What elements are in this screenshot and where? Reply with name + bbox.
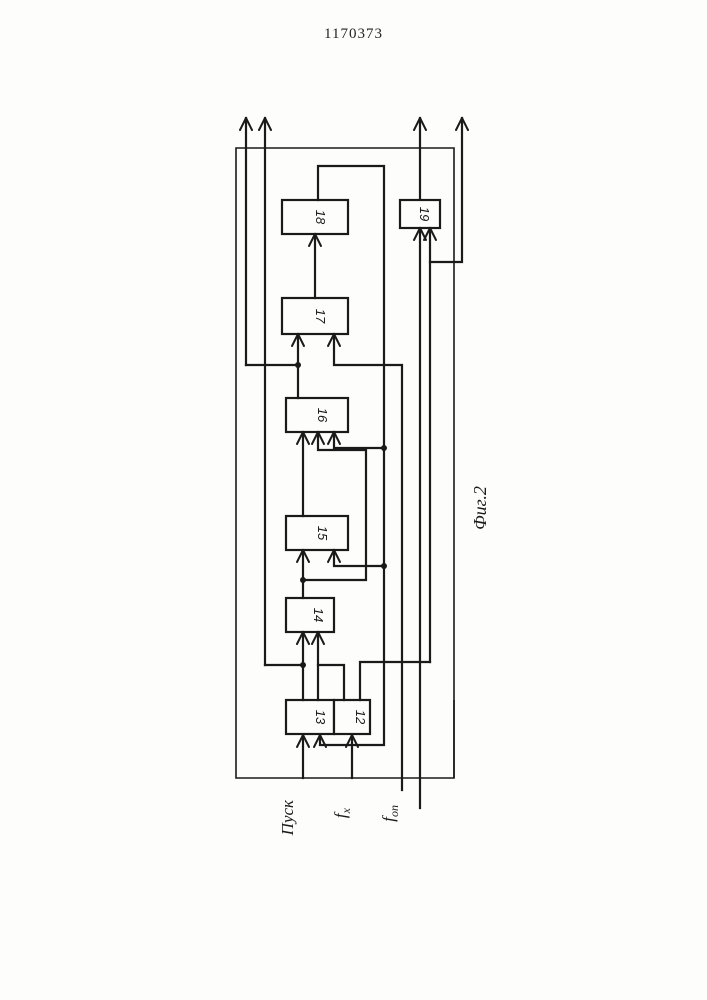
block-18-label: 18 [313, 210, 328, 225]
junction-448 [381, 445, 387, 451]
fref-sub: оп [387, 805, 401, 817]
link-12-up [318, 665, 344, 700]
block-14-label: 14 [311, 608, 326, 622]
block-19-label: 19 [417, 207, 432, 221]
fref-input-label: fоп [379, 805, 401, 822]
block-17-label: 17 [313, 309, 328, 324]
link-16-side2 [334, 432, 384, 448]
block-13-label: 13 [313, 710, 328, 725]
block-12-label: 12 [353, 710, 368, 725]
block-16-label: 16 [315, 408, 330, 423]
output-line-4 [430, 118, 462, 262]
figure-caption: Фиг.2 [470, 486, 490, 530]
fx-input-label: fx [331, 807, 353, 818]
link-15-side [334, 550, 384, 662]
fx-sub: x [339, 807, 353, 814]
block-15-label: 15 [315, 526, 330, 541]
junction-665 [300, 662, 306, 668]
start-input-label: Пуск [278, 799, 297, 836]
